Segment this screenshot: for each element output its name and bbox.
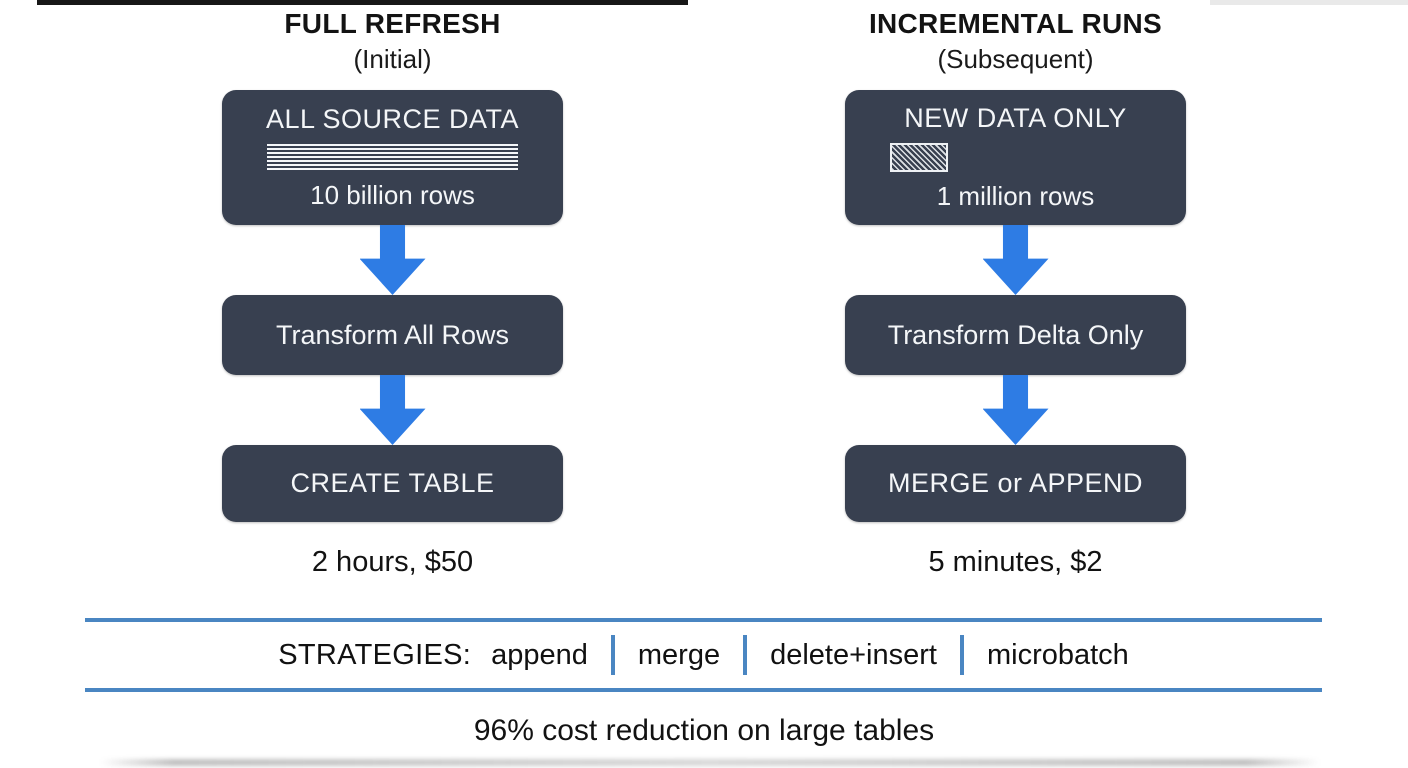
strategy-item-merge: merge — [637, 638, 721, 671]
transform-node: Transform All Rows — [222, 295, 563, 375]
down-arrow-icon — [982, 225, 1049, 295]
source-data-node: ALL SOURCE DATA 10 billion rows — [222, 90, 563, 225]
strategies-label: STRATEGIES: — [278, 638, 472, 671]
strategy-separator — [610, 635, 615, 675]
transform-node: Transform Delta Only — [845, 295, 1186, 375]
column-title: INCREMENTAL RUNS — [868, 8, 1163, 39]
column-subtitle: (Subsequent) — [937, 44, 1094, 74]
transform-node-label: Transform All Rows — [275, 319, 510, 350]
output-node: MERGE or APPEND — [845, 445, 1186, 522]
source-row-count: 10 billion rows — [310, 180, 475, 210]
strategy-separator — [743, 635, 748, 675]
column-full-refresh: FULL REFRESH (Initial) ALL SOURCE DATA 1… — [222, 6, 563, 579]
top-right-edge-artifact — [1210, 0, 1408, 5]
source-row-count: 1 million rows — [936, 181, 1095, 211]
table-rows-icon — [267, 144, 518, 171]
strategy-item-microbatch: microbatch — [986, 638, 1129, 671]
icon-row — [890, 143, 1141, 172]
strategy-item-append: append — [491, 638, 588, 671]
down-arrow-icon — [359, 375, 426, 445]
bottom-edge-artifact-bar — [100, 759, 1320, 766]
strategies-band: STRATEGIES: append merge delete+insert m… — [85, 618, 1322, 692]
output-node-label: MERGE or APPEND — [887, 468, 1144, 498]
column-incremental-runs: INCREMENTAL RUNS (Subsequent) NEW DATA O… — [845, 6, 1186, 579]
output-node: CREATE TABLE — [222, 445, 563, 522]
output-node-label: CREATE TABLE — [290, 468, 495, 498]
source-data-node: NEW DATA ONLY 1 million rows — [845, 90, 1186, 225]
footer-summary: 96% cost reduction on large tables — [473, 714, 935, 747]
source-data-label: ALL SOURCE DATA — [265, 104, 520, 134]
column-title: FULL REFRESH — [284, 8, 501, 39]
down-arrow-icon — [982, 375, 1049, 445]
down-arrow-icon — [359, 225, 426, 295]
cost-summary: 2 hours, $50 — [311, 546, 474, 578]
transform-node-label: Transform Delta Only — [887, 319, 1144, 350]
strategy-item-delete-insert: delete+insert — [770, 638, 937, 671]
cost-summary: 5 minutes, $2 — [928, 546, 1103, 578]
top-edge-artifact-bar — [37, 0, 688, 5]
strategy-separator — [959, 635, 964, 675]
source-data-label: NEW DATA ONLY — [904, 103, 1127, 133]
column-subtitle: (Initial) — [353, 44, 432, 74]
strategies-row: STRATEGIES: append merge delete+insert m… — [278, 635, 1129, 675]
hatched-rect-icon — [890, 143, 948, 172]
